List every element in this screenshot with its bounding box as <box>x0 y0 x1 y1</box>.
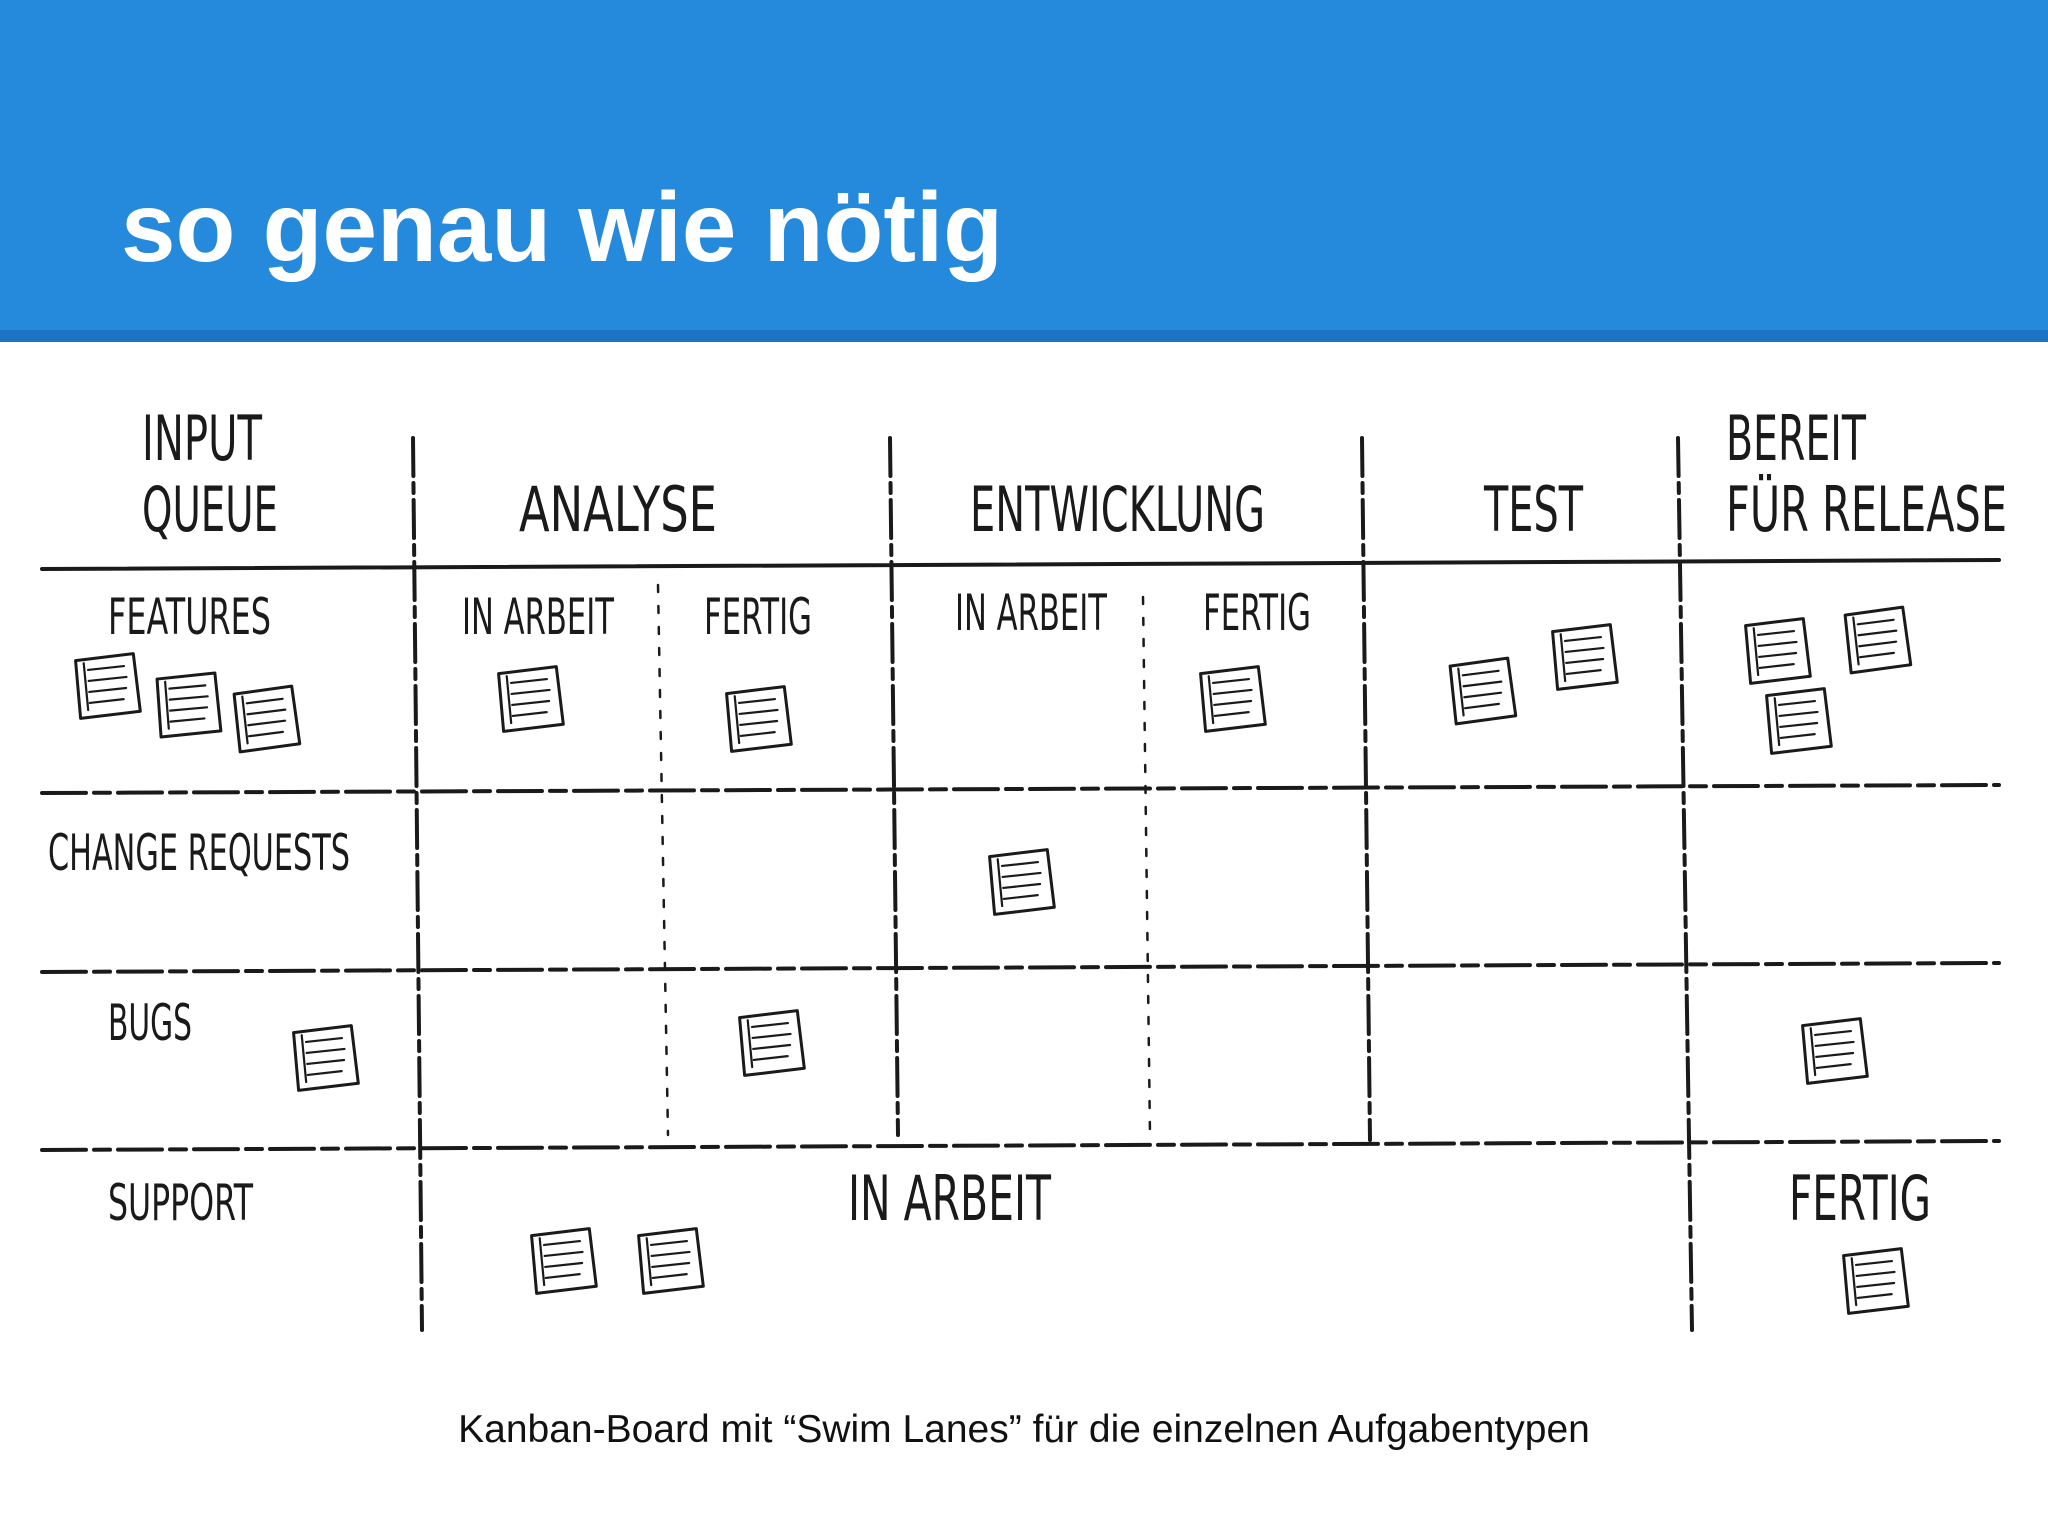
board-grid-lines <box>40 436 2001 1332</box>
entwicklung-subcolumn-divider <box>1141 595 1152 1137</box>
sticky-note-icon <box>232 684 302 754</box>
sticky-note-icon <box>1448 656 1518 726</box>
sticky-note-icon <box>496 664 566 734</box>
sticky-note-icon <box>529 1226 599 1296</box>
lane-label-bugs: BUGS <box>108 994 192 1052</box>
subcolumn-entwicklung-fertig: FERTIG <box>1203 584 1311 642</box>
title-banner <box>0 0 2048 337</box>
header-separator-line <box>40 558 2001 571</box>
column-separator-test-release <box>1676 436 1694 1332</box>
sticky-note-icon <box>155 671 223 739</box>
lane-separator-change-requests <box>40 961 2001 974</box>
sticky-note-icon <box>737 1008 807 1078</box>
lane-separator-bugs <box>40 1139 2001 1152</box>
column-header-analyse: ANALYSE <box>519 473 717 546</box>
sticky-note-icon <box>1198 664 1268 734</box>
sticky-note-icon <box>724 684 794 754</box>
subcolumn-entwicklung-in-arbeit: IN ARBEIT <box>955 584 1107 642</box>
lane-label-support: SUPPORT <box>108 1174 253 1232</box>
column-header-release-line2: FÜR RELEASE <box>1726 473 2007 546</box>
support-in-arbeit-label: IN ARBEIT <box>848 1162 1052 1235</box>
sub-column-dividers <box>656 583 1152 1137</box>
lane-label-features: FEATURES <box>108 588 271 646</box>
column-header-input-queue-line2: QUEUE <box>142 473 278 546</box>
lane-separator-features <box>40 783 2001 795</box>
column-header-entwicklung: ENTWICKLUNG <box>970 473 1265 546</box>
sticky-note-icon <box>1764 686 1834 756</box>
subcolumn-analyse-fertig: FERTIG <box>704 588 812 646</box>
sticky-note-icon <box>1843 605 1913 675</box>
slide-caption: Kanban-Board mit “Swim Lanes” für die ei… <box>458 1408 1590 1451</box>
column-separator-analyse-entwicklung <box>888 436 900 1137</box>
banner-stripe <box>0 330 2048 342</box>
sticky-note-icon <box>1800 1016 1870 1086</box>
column-header-test: TEST <box>1483 473 1583 546</box>
column-header-release-line1: BEREIT <box>1726 402 1867 475</box>
column-separator-entwicklung-test <box>1360 436 1372 1142</box>
sticky-note-icon <box>987 847 1057 917</box>
sticky-note-icon <box>291 1023 361 1093</box>
subcolumn-analyse-in-arbeit: IN ARBEIT <box>462 588 614 646</box>
slide-title: so genau wie nötig <box>121 172 1004 282</box>
sticky-note-icon <box>1550 622 1620 692</box>
sticky-note-icon <box>1743 616 1813 686</box>
support-fertig-label: FERTIG <box>1789 1162 1931 1235</box>
column-separator-input-analyse <box>411 436 424 1332</box>
column-header-input-queue-line1: INPUT <box>142 402 263 475</box>
sticky-note-icon <box>1841 1246 1911 1316</box>
sticky-note-icon <box>73 651 143 721</box>
lane-label-change-requests: CHANGE REQUESTS <box>48 824 350 882</box>
analyse-subcolumn-divider <box>656 583 670 1137</box>
sticky-note-icon <box>636 1226 706 1296</box>
